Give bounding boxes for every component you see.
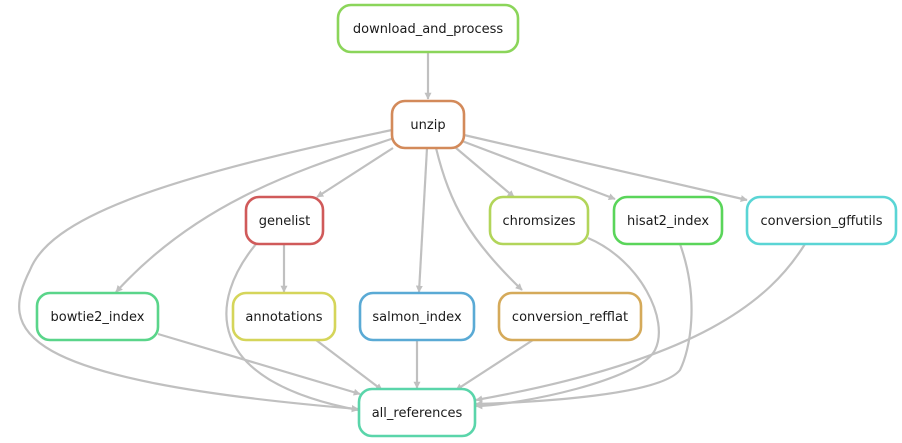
node-box-hisat2_index [612,195,724,246]
edge-chromsizes-to-all_references [475,236,660,410]
node-box-conversion_refflat [497,291,643,342]
node-label-bowtie2_index: bowtie2_index [51,310,145,325]
node-annotations[interactable]: annotations [231,291,337,342]
node-unzip[interactable]: unzip [390,99,466,150]
edge-unzip-to-bowtie2_index [115,136,395,293]
node-box-genelist [244,195,325,246]
edge-unzip-to-genelist [316,147,394,198]
node-label-conversion_refflat: conversion_refflat [512,310,628,325]
node-all_references[interactable]: all_references [357,387,477,438]
edge-hisat2_index-to-all_references [475,243,693,408]
node-label-annotations: annotations [245,310,322,325]
node-label-unzip: unzip [410,118,445,133]
node-box-annotations [231,291,337,342]
edges-layer [18,52,806,413]
node-box-all_references [357,387,477,438]
node-salmon_index[interactable]: salmon_index [358,291,476,342]
node-box-conversion_gffutils [745,195,898,246]
node-hisat2_index[interactable]: hisat2_index [612,195,724,246]
node-box-download_and_process [336,3,520,54]
edge-unzip-to-conversion_gffutils [463,133,748,203]
edge-bowtie2_index-to-all_references [157,332,361,396]
edge-unzip-to-conversion_refflat [434,147,523,291]
node-label-hisat2_index: hisat2_index [627,214,709,229]
node-box-bowtie2_index [35,291,160,342]
node-chromsizes[interactable]: chromsizes [488,195,590,246]
node-label-salmon_index: salmon_index [372,310,462,325]
edge-annotations-to-all_references [315,339,383,391]
node-download_and_process[interactable]: download_and_process [336,3,520,54]
node-box-salmon_index [358,291,476,342]
edge-conversion_refflat-to-all_references [455,339,534,391]
edge-unzip-to-chromsizes [455,147,515,198]
node-label-all_references: all_references [372,406,463,421]
node-bowtie2_index[interactable]: bowtie2_index [35,291,160,342]
node-label-download_and_process: download_and_process [353,22,504,37]
edge-genelist-to-all_references [225,243,359,413]
node-label-genelist: genelist [259,214,311,229]
node-conversion_gffutils[interactable]: conversion_gffutils [745,195,898,246]
node-genelist[interactable]: genelist [244,195,325,246]
edge-unzip-to-hisat2_index [461,139,616,201]
node-label-chromsizes: chromsizes [502,214,575,229]
edge-conversion_gffutils-to-all_references [475,243,806,403]
edge-unzip-to-all_references [18,128,393,412]
node-label-conversion_gffutils: conversion_gffutils [761,214,883,229]
node-box-chromsizes [488,195,590,246]
node-conversion_refflat[interactable]: conversion_refflat [497,291,643,342]
node-box-unzip [390,99,466,150]
edge-unzip-to-salmon_index [415,147,429,293]
